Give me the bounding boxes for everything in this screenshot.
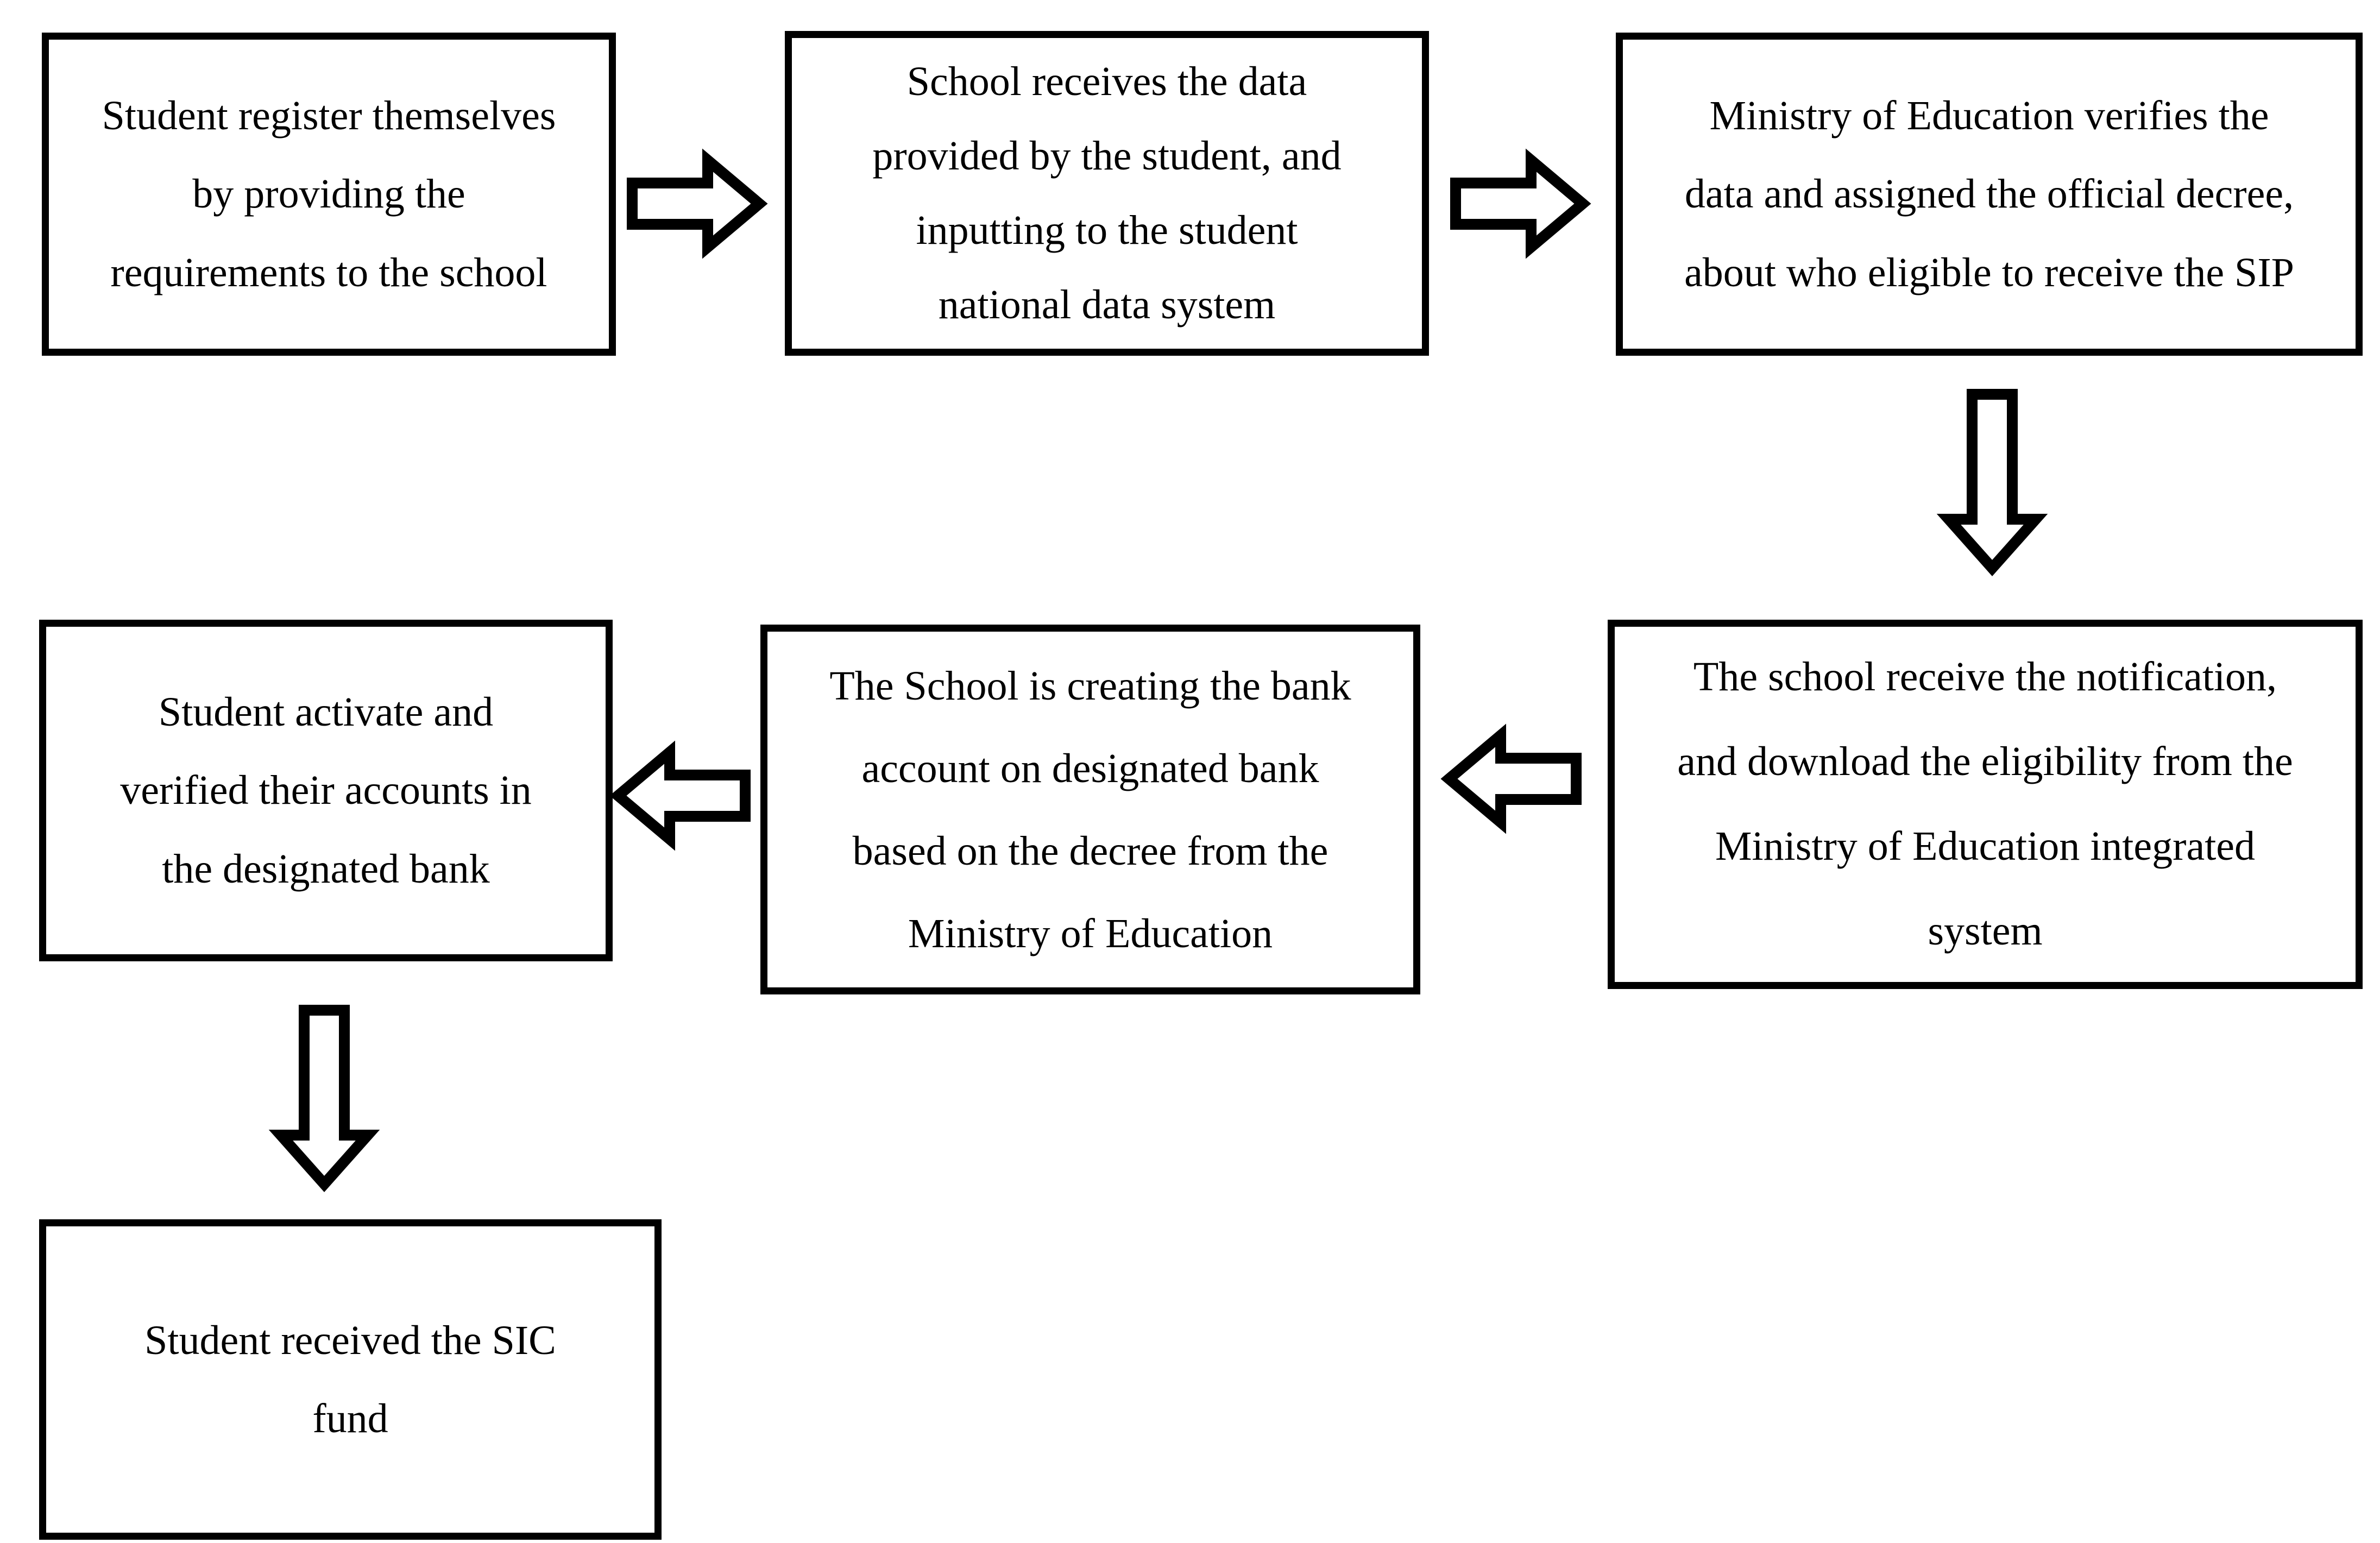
flow-step-student-activate: Student activate and verified their acco… [39,620,613,961]
down-arrow-icon [1936,389,2048,577]
flow-step-school-bank: The School is creating the bank account … [760,625,1420,994]
left-arrow-icon [1440,723,1582,834]
flow-step-school-input: School receives the data provided by the… [785,31,1429,356]
flow-step-student-fund: Student received the SIC fund [39,1219,662,1540]
right-arrow-icon [1450,148,1591,259]
flow-step-school-download: The school receive the notification, and… [1608,620,2363,989]
right-arrow-icon [627,148,768,259]
flow-step-register: Student register themselves by providing… [42,33,616,356]
down-arrow-icon [268,1005,380,1193]
flow-step-moe-verify: Ministry of Education verifies the data … [1616,33,2363,356]
left-arrow-icon [609,740,751,851]
